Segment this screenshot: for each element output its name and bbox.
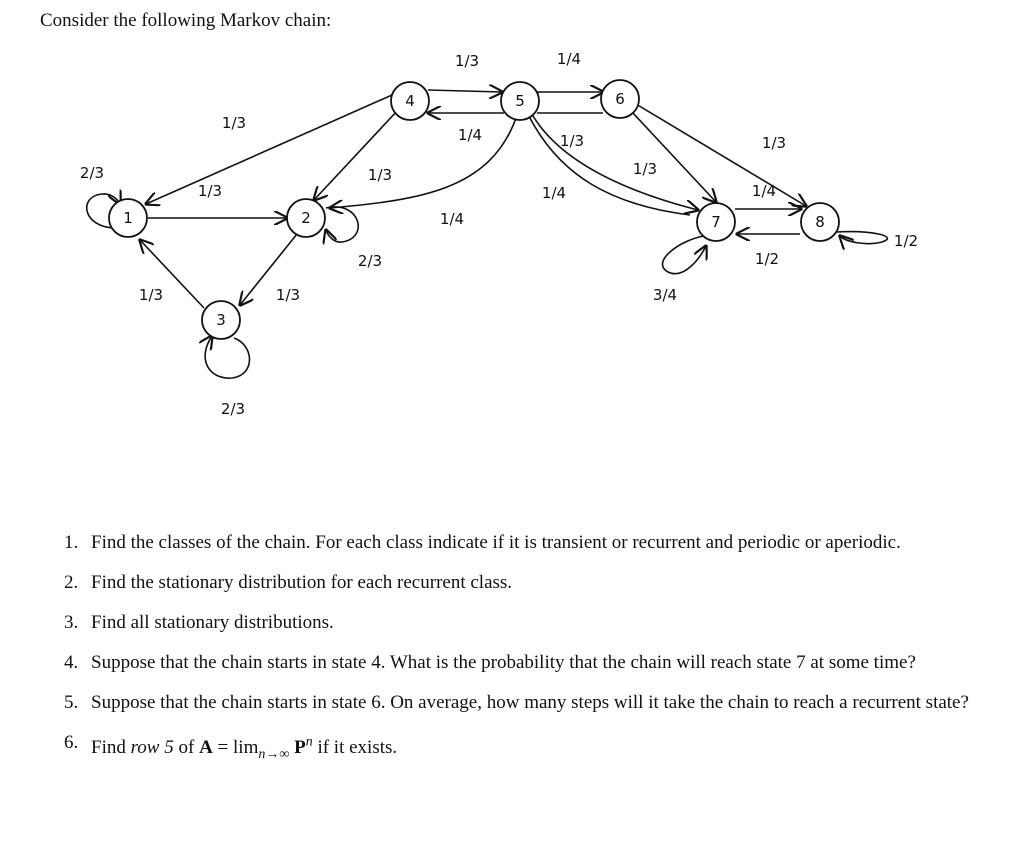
label-loop-1: 2/3 bbox=[80, 164, 104, 182]
question-6: 6. Find row 5 of A = limn→∞ Pn if it exi… bbox=[64, 731, 974, 767]
intro-text: Consider the following Markov chain: bbox=[40, 10, 332, 31]
question-text: Suppose that the chain starts in state 6… bbox=[91, 692, 969, 713]
question-number: 1. bbox=[64, 532, 79, 553]
label-4-to-5: 1/3 bbox=[455, 52, 479, 70]
label-loop-7: 3/4 bbox=[653, 286, 677, 304]
label-5-to-4: 1/4 bbox=[458, 126, 482, 144]
state-2-label: 2 bbox=[301, 209, 311, 227]
markov-chain-diagram: 1 2 3 4 5 6 7 8 2/3 1/3 1/3 1/3 1/3 2/3 … bbox=[80, 50, 918, 418]
label-5-to-7-upper: 1/3 bbox=[560, 132, 584, 150]
label-5-to-6: 1/4 bbox=[557, 50, 581, 68]
edge-4-5 bbox=[427, 90, 502, 92]
edge-6-7 bbox=[631, 111, 716, 202]
edge-1-4 bbox=[146, 94, 393, 204]
question-2: 2. Find the stationary distribution for … bbox=[64, 571, 974, 595]
question-text: Find the classes of the chain. For each … bbox=[91, 532, 901, 553]
state-6-label: 6 bbox=[615, 90, 625, 108]
state-8-label: 8 bbox=[815, 213, 825, 231]
state-5-label: 5 bbox=[515, 92, 525, 110]
edge-2-3 bbox=[240, 233, 298, 305]
loop-2 bbox=[326, 206, 359, 242]
state-6-node bbox=[600, 79, 640, 119]
label-5-to-7-lower: 1/4 bbox=[542, 184, 566, 202]
state-5-node bbox=[500, 81, 540, 121]
question-number: 3. bbox=[64, 612, 79, 633]
edge-5-2 bbox=[330, 117, 517, 208]
question-number: 6. bbox=[64, 732, 79, 753]
state-3-node bbox=[201, 300, 241, 340]
state-8-node bbox=[800, 202, 840, 242]
question-5: 5. Suppose that the chain starts in stat… bbox=[64, 691, 974, 715]
edge-6-8 bbox=[635, 103, 806, 206]
question-list: 1. Find the classes of the chain. For ea… bbox=[64, 531, 974, 783]
question-number: 5. bbox=[64, 692, 79, 713]
state-2-node bbox=[286, 198, 326, 238]
edge-4-2 bbox=[314, 109, 399, 200]
question-number: 4. bbox=[64, 652, 79, 673]
question-4: 4. Suppose that the chain starts in stat… bbox=[64, 651, 974, 675]
label-1-to-4: 1/3 bbox=[222, 114, 246, 132]
question-1: 1. Find the classes of the chain. For ea… bbox=[64, 531, 974, 555]
loop-7 bbox=[661, 235, 706, 275]
label-loop-3: 2/3 bbox=[221, 400, 245, 418]
state-1-label: 1 bbox=[123, 209, 133, 227]
label-6-to-7: 1/3 bbox=[633, 160, 657, 178]
label-loop-8: 1/2 bbox=[894, 232, 918, 250]
label-6-to-8: 1/3 bbox=[762, 134, 786, 152]
label-7-to-8: 1/4 bbox=[752, 182, 776, 200]
state-4-node bbox=[390, 81, 430, 121]
label-loop-2: 2/3 bbox=[358, 252, 382, 270]
label-8-to-7: 1/2 bbox=[755, 250, 779, 268]
label-5-to-2: 1/4 bbox=[440, 210, 464, 228]
label-3-to-1: 1/3 bbox=[139, 286, 163, 304]
state-7-label: 7 bbox=[711, 213, 721, 231]
edge-3-1 bbox=[140, 240, 205, 309]
question-number: 2. bbox=[64, 572, 79, 593]
loop-3 bbox=[205, 336, 251, 379]
edge-5-7-lower bbox=[529, 117, 691, 216]
edge-5-7-upper bbox=[532, 115, 698, 210]
label-2-to-4: 1/3 bbox=[368, 166, 392, 184]
loop-1 bbox=[85, 194, 120, 229]
loop-8 bbox=[835, 230, 889, 244]
state-4-label: 4 bbox=[405, 92, 415, 110]
label-2-to-3: 1/3 bbox=[276, 286, 300, 304]
question-3: 3. Find all stationary distributions. bbox=[64, 611, 974, 635]
state-7-node bbox=[696, 202, 736, 242]
label-1-to-2: 1/3 bbox=[198, 182, 222, 200]
question-text: Find all stationary distributions. bbox=[91, 612, 334, 633]
question-text: Suppose that the chain starts in state 4… bbox=[91, 652, 916, 673]
state-1-node bbox=[108, 198, 148, 238]
question-text: Find the stationary distribution for eac… bbox=[91, 572, 513, 593]
state-3-label: 3 bbox=[216, 311, 226, 329]
question-text: Find row 5 of A = limn→∞ Pn if it exists… bbox=[91, 735, 398, 763]
